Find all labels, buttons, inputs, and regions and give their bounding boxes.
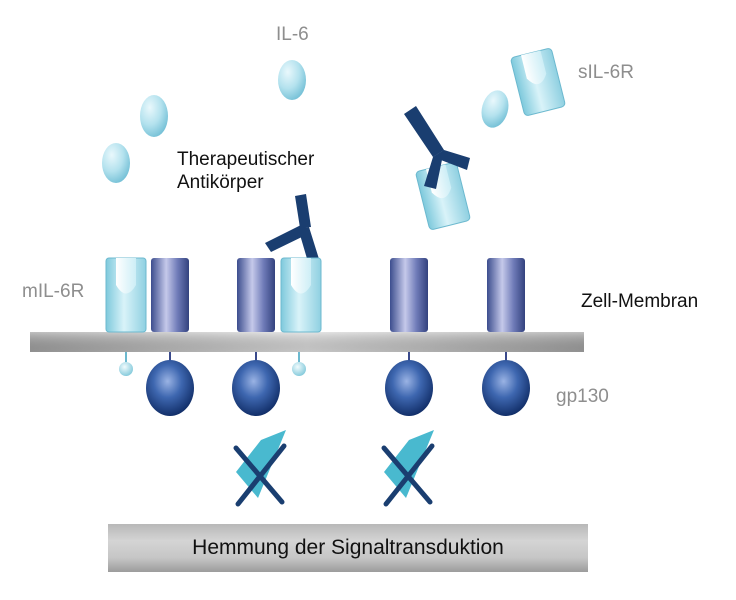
il6-icon	[278, 60, 306, 100]
therapeutic-antibody-label-line2: Antikörper	[177, 171, 264, 193]
therapeutic-antibody-label-line1: Therapeutischer	[177, 149, 315, 170]
blocked-signal-icon	[381, 430, 435, 507]
therapeutic-antibody-icon	[265, 194, 319, 262]
blocked-signal-icon	[233, 430, 287, 507]
gp130-icon	[385, 258, 433, 416]
gp130-icon	[482, 258, 530, 416]
gp130-icon	[232, 258, 280, 416]
soluble-receptor-icon	[510, 48, 566, 116]
therapeutic-antibody-label: Therapeutischer Antikörper	[177, 149, 377, 195]
signal-inhibition-label: Hemmung der Signaltransduktion	[192, 536, 504, 559]
antibody-icon	[404, 106, 470, 189]
gp130-label: gp130	[556, 386, 609, 407]
cell-membrane	[30, 332, 584, 352]
membrane-label: Zell-Membran	[581, 291, 699, 312]
soluble-receptor-bound-icon	[415, 162, 471, 230]
gp130-icon	[146, 258, 194, 416]
mil6r-label: mIL-6R	[22, 281, 85, 302]
sil6r-label: sIL-6R	[578, 62, 634, 83]
il6-icon	[102, 143, 130, 183]
signal-inhibition-bar: Hemmung der Signaltransduktion	[108, 524, 588, 572]
il6-label: IL-6	[276, 24, 309, 45]
membrane-receptor-icon	[280, 257, 322, 376]
il6-icon	[140, 95, 168, 137]
membrane-receptor-icon	[105, 257, 147, 376]
il6-icon	[481, 90, 509, 128]
